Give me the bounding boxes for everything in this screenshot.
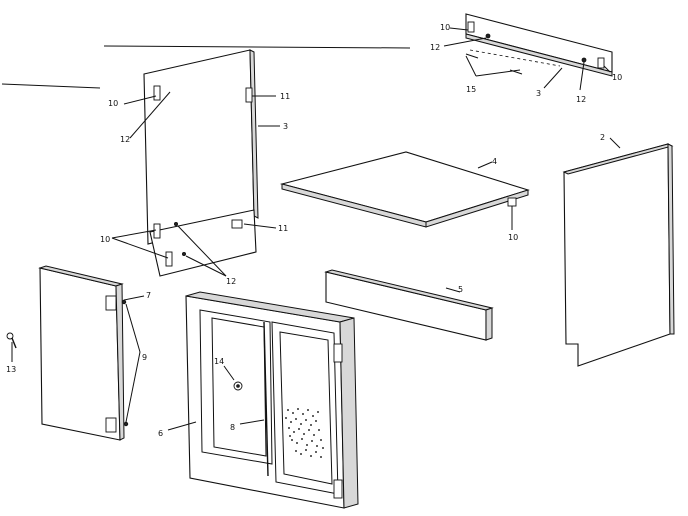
left-side-panel-part (143, 49, 259, 277)
right-side-panel-part (562, 143, 675, 367)
top-rail-part (465, 13, 613, 77)
callout-label: 4 (492, 157, 497, 166)
shelf-part (279, 151, 530, 228)
callout-label: 10 (508, 233, 518, 242)
callout-label: 7 (146, 291, 151, 300)
reference-line (103, 45, 411, 49)
callout-label: 3 (536, 89, 541, 98)
callout-label: 6 (158, 429, 163, 438)
callout-label: 15 (466, 85, 476, 94)
callout-label: 10 (108, 99, 118, 108)
callout-label: 12 (226, 277, 236, 286)
glass-pane-stipple (285, 408, 324, 458)
callout-label: 12 (430, 43, 440, 52)
callout-label: 14 (214, 357, 224, 366)
callout-label: 11 (280, 92, 290, 101)
glass-door-frame-part (185, 291, 359, 509)
leader-lines (11, 27, 621, 431)
screw-part (6, 332, 17, 349)
callout-label: 10 (612, 73, 622, 82)
kick-plate-part (324, 269, 494, 341)
callout-label: 10 (440, 23, 450, 32)
callout-label: 8 (230, 423, 235, 432)
callout-label: 3 (283, 122, 288, 131)
callout-label: 11 (278, 224, 288, 233)
callout-label: 12 (120, 135, 130, 144)
callout-label: 12 (576, 95, 586, 104)
callout-label: 5 (458, 285, 463, 294)
reference-line (1, 83, 101, 89)
callout-label: 9 (142, 353, 147, 362)
callout-label: 10 (100, 235, 110, 244)
left-door-part (38, 265, 129, 441)
callout-label: 2 (600, 133, 605, 142)
callout-label: 13 (6, 365, 16, 374)
